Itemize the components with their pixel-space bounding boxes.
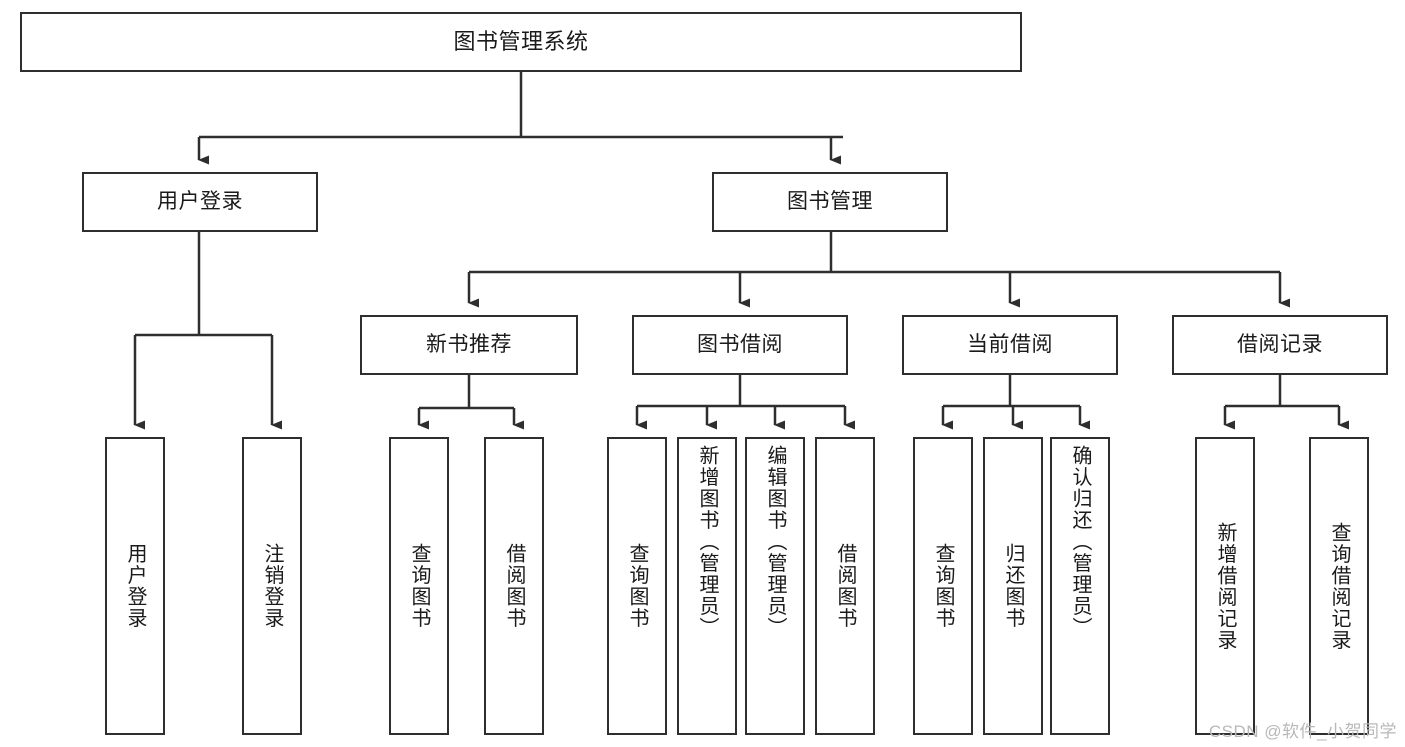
node-current-borrow[interactable]: 当前借阅: [902, 315, 1118, 375]
node-label: 用户登录: [157, 189, 243, 213]
node-label: 注销登录: [261, 543, 283, 629]
node-label: 借阅记录: [1237, 332, 1323, 356]
leaf-borrow-record-query-record[interactable]: 查询借阅记录: [1309, 437, 1369, 735]
node-label: 图书管理: [787, 189, 873, 213]
node-root-book-management-system[interactable]: 图书管理系统: [20, 12, 1022, 72]
node-label: 查询图书: [408, 543, 430, 629]
leaf-book-borrow-borrow-books[interactable]: 借阅图书: [815, 437, 875, 735]
node-label: 借阅图书: [503, 543, 525, 629]
node-label: 当前借阅: [967, 332, 1053, 356]
leaf-user-login-signin[interactable]: 用户登录: [105, 437, 165, 735]
leaf-current-borrow-confirm-return-admin[interactable]: 确认归还（管理员）: [1050, 437, 1110, 735]
node-user-login[interactable]: 用户登录: [82, 172, 318, 232]
node-label: 查询借阅记录: [1328, 521, 1350, 651]
leaf-current-borrow-return-books[interactable]: 归还图书: [983, 437, 1043, 735]
node-label: 借阅图书: [834, 543, 856, 629]
leaf-borrow-record-add-record[interactable]: 新增借阅记录: [1195, 437, 1255, 735]
node-book-borrow[interactable]: 图书借阅: [632, 315, 848, 375]
leaf-book-borrow-edit-book-admin[interactable]: 编辑图书（管理员）: [745, 437, 805, 735]
node-label: 查询图书: [626, 543, 648, 629]
node-label: 图书管理系统: [453, 28, 589, 54]
node-book-management[interactable]: 图书管理: [712, 172, 948, 232]
node-label: 查询图书: [932, 543, 954, 629]
node-label: 编辑图书（管理员）: [764, 445, 786, 639]
leaf-current-borrow-query-books[interactable]: 查询图书: [913, 437, 973, 735]
leaf-book-borrow-query-books[interactable]: 查询图书: [607, 437, 667, 735]
node-borrow-record[interactable]: 借阅记录: [1172, 315, 1388, 375]
node-label: 确认归还（管理员）: [1069, 445, 1091, 639]
leaf-new-book-borrow-books[interactable]: 借阅图书: [484, 437, 544, 735]
leaf-new-book-query-books[interactable]: 查询图书: [389, 437, 449, 735]
node-label: 图书借阅: [697, 332, 783, 356]
node-label: 新书推荐: [426, 332, 512, 356]
node-label: 新增图书（管理员）: [696, 445, 718, 639]
node-label: 新增借阅记录: [1214, 521, 1236, 651]
node-new-book-recommend[interactable]: 新书推荐: [360, 315, 578, 375]
leaf-user-login-signout[interactable]: 注销登录: [242, 437, 302, 735]
node-label: 用户登录: [124, 543, 146, 629]
leaf-book-borrow-add-book-admin[interactable]: 新增图书（管理员）: [677, 437, 737, 735]
node-label: 归还图书: [1002, 543, 1024, 629]
